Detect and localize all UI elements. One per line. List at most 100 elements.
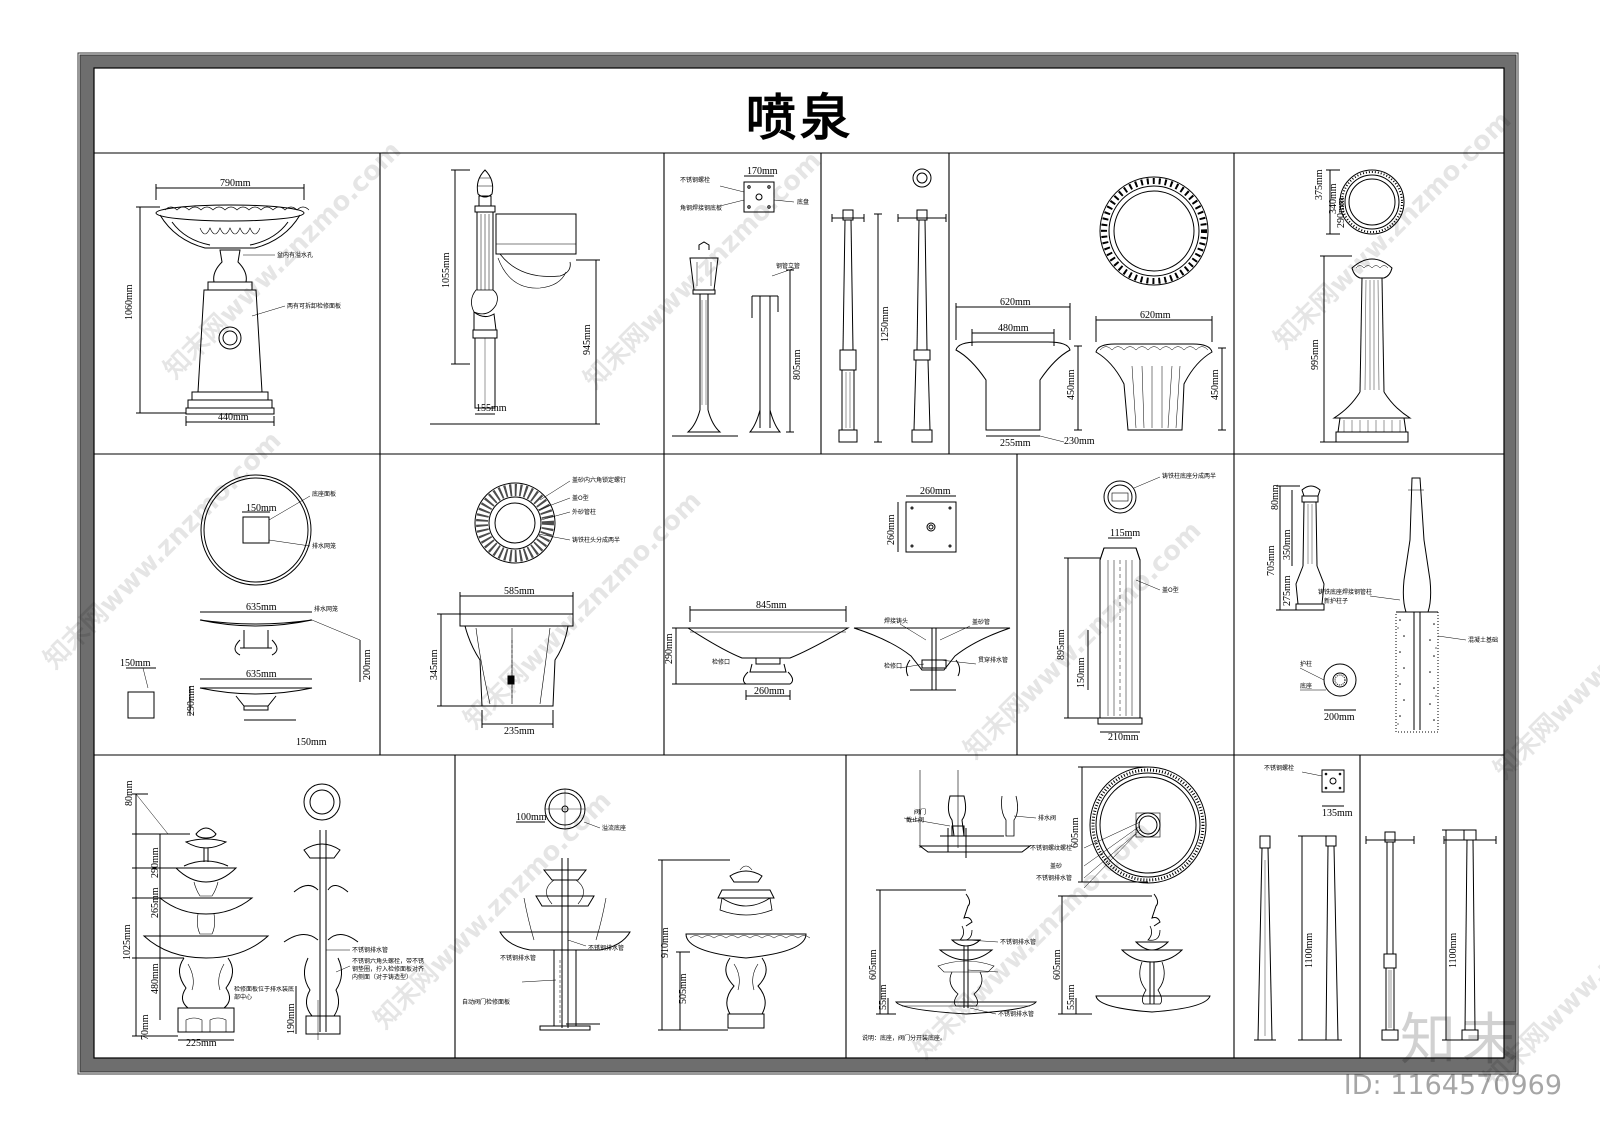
dimension-height: 1100mm: [1304, 933, 1315, 968]
dimension-height: 1025mm: [122, 924, 133, 960]
dimension-width: 150mm: [246, 503, 277, 514]
dimension-height: 1060mm: [124, 284, 135, 320]
note-drain-pipe: 不锈钢排水管: [1036, 874, 1072, 882]
dimension-square-height: 260mm: [886, 514, 897, 545]
note-o-ring: 盖O型: [1162, 586, 1179, 594]
note-sand-pipe: 盖砂管: [972, 618, 990, 626]
note-base-panel: 底座面板: [312, 490, 336, 498]
round-basin-drawing: [126, 474, 361, 721]
note-drain-valve: 排水阀: [1038, 814, 1056, 822]
dimension-base: 235mm: [504, 726, 535, 737]
tall-post-drawing: [831, 168, 947, 443]
note-valve-panel: 自动阀门检修面板: [462, 998, 510, 1006]
note-base-plate: 角钢焊接钢底板: [680, 204, 722, 212]
dimension-width-2: 635mm: [246, 602, 277, 613]
dimension-width: 845mm: [756, 600, 787, 611]
three-tier-fountain-drawing: [132, 783, 359, 1041]
note-drain-pipe: 不锈钢排水管: [500, 954, 536, 962]
dimension-base: 275mm: [1282, 575, 1293, 606]
column-capital-drawing: [437, 480, 574, 728]
note-guard-post: 新护柱子: [1324, 597, 1348, 605]
dimension-diameter-2: 340mm: [1328, 183, 1339, 214]
note-overflow: 盆内有溢水孔: [277, 251, 313, 259]
lamp-post-drawing: [672, 175, 796, 437]
brand-logo: 知末: [1400, 1008, 1524, 1073]
dimension-base: 440mm: [218, 412, 249, 423]
dimension-base: 210mm: [1108, 732, 1139, 743]
dimension-square: 260mm: [920, 486, 951, 497]
bollard-column-drawing: [1064, 476, 1161, 733]
note-base: 底座: [1300, 682, 1312, 690]
note-drain-pipe-2: 不锈钢排水管: [588, 944, 624, 952]
note-access-block: 检修面板位于排水装底部中心: [234, 986, 294, 1001]
note-stop-valve: 截止阀: [906, 816, 924, 824]
dimension-height-2: 450mm: [1210, 369, 1221, 400]
dimension-height: 705mm: [1266, 545, 1277, 576]
dimension-height: 345mm: [429, 649, 440, 680]
note-bolt: 不锈钢螺栓: [1264, 764, 1294, 772]
note-bolt: 不锈钢螺栓: [680, 176, 710, 184]
drawing-note: 说明：底座，阀门分开装底座。: [862, 1034, 946, 1042]
urn-pedestal-drawing: [136, 184, 310, 426]
note-o-ring: 盖O型: [572, 494, 589, 502]
dimension-width: 170mm: [747, 166, 778, 177]
dimension-height: 895mm: [1056, 629, 1067, 660]
dimension-height: 290mm: [664, 633, 675, 664]
dimension-height-2: 945mm: [582, 324, 593, 355]
dimension-base-height: 505mm: [678, 973, 689, 1004]
dimension-tier-3: 480mm: [150, 963, 161, 994]
dimension-width: 225mm: [186, 1038, 217, 1049]
dimension-width: 585mm: [504, 586, 535, 597]
dimension-base: 260mm: [754, 686, 785, 697]
dimension-base: 70mm: [140, 1014, 151, 1040]
dimension-base-2: 190mm: [286, 1003, 297, 1034]
note-riser: 钢管立管: [776, 262, 800, 270]
dimension-width-3: 620mm: [1140, 310, 1171, 321]
sheet-title: 喷泉: [746, 89, 854, 147]
dimension-height: 605mm: [868, 949, 879, 980]
note-access-port: 检修口: [712, 658, 730, 666]
note-base-halves: 铸铁柱底座分成两半: [1162, 472, 1216, 480]
crane-fountain-drawing: [876, 766, 1211, 1015]
dimension-height-2: 605mm: [1052, 949, 1063, 980]
note-bolts-block: 不锈钢六角头螺栓，带不锈钢垫圈，拧入检修面板对齐内侧面（对于铸造型）: [352, 958, 425, 981]
dimension-shaft: 350mm: [1282, 529, 1293, 560]
dimension-height-2: 150mm: [1076, 657, 1087, 688]
note-access-panel: 两有可拆卸检修面板: [287, 302, 341, 310]
note-access-panel: 检修面板位于排水装底部中心: [234, 986, 294, 1001]
note-drain-pipe: 贯穿排水管: [978, 656, 1008, 664]
dimension-width: 790mm: [220, 178, 251, 189]
note-screw: 盖砂内六角锁定螺钉: [572, 476, 626, 484]
note-cast-head: 铸铁柱头分成两半: [572, 536, 620, 544]
dimension-height: 200mm: [362, 649, 373, 680]
dimension-width: 115mm: [1110, 528, 1140, 539]
dimension-base-2: 230mm: [1064, 436, 1095, 447]
dimension-height: 450mm: [1066, 369, 1077, 400]
dimension-base-2: 55mm: [1066, 984, 1077, 1010]
dimension-width-3: 635mm: [246, 669, 277, 680]
note-drain-pipe-3: 不锈钢排水管: [998, 1010, 1034, 1018]
dimension-tier-1: 290mm: [150, 847, 161, 878]
dimension-height-2: 1100mm: [1448, 933, 1459, 968]
two-tier-fountain-drawing: [499, 788, 811, 1031]
dimension-tier-2: 265mm: [150, 887, 161, 918]
dimension-width-2: 480mm: [998, 323, 1029, 334]
note-overflow-base: 溢流底座: [602, 824, 626, 832]
dimension-top: 80mm: [124, 780, 135, 806]
decorative-post-drawing: [430, 169, 600, 425]
note-access-port-2: 检修口: [884, 662, 902, 670]
dimension-diameter: 100mm: [516, 812, 547, 823]
dimension-diameter: 375mm: [1314, 169, 1325, 200]
note-post: 护柱: [1300, 660, 1312, 668]
dimension-height: 1055mm: [441, 252, 452, 288]
note-welded-pipe: 铸铁底座焊接钢管柱: [1318, 588, 1372, 596]
dimension-width: 620mm: [1000, 297, 1031, 308]
note-valve: 阀门: [914, 808, 926, 816]
note-bolts: 不锈钢六角头螺栓，带不锈钢垫圈，拧入检修面板对齐内侧面（对于铸造型）: [352, 958, 425, 981]
note-outer-pipe: 外砂管柱: [572, 508, 596, 516]
planter-bowl-drawing: [955, 176, 1226, 443]
bollard-footing-drawing: [1276, 477, 1467, 733]
dimension-height: 1250mm: [880, 306, 891, 342]
note-chassis: 底盘: [797, 198, 809, 206]
